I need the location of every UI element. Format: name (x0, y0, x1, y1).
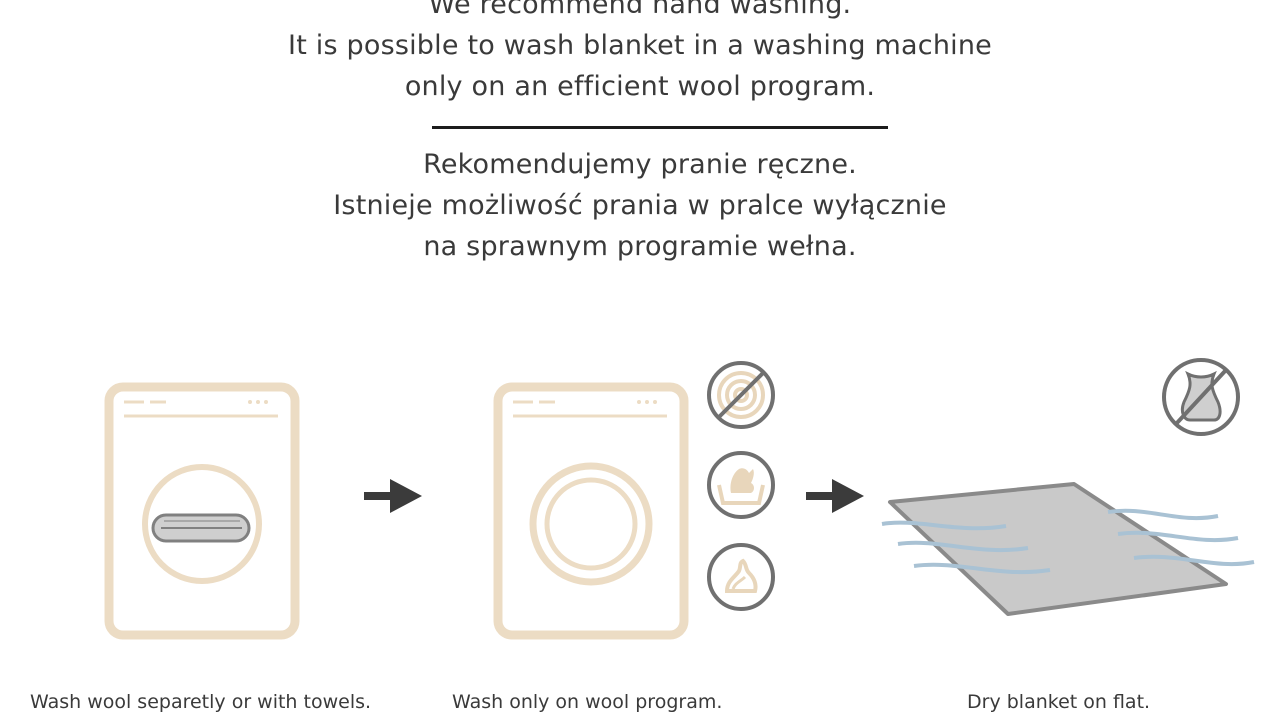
polish-line-1: Rekomendujemy pranie ręczne. (423, 149, 857, 180)
polish-line-3: na sprawnym programie wełna. (423, 231, 857, 262)
polish-instructions: Rekomendujemy pranie ręczne. Istnieje mo… (0, 144, 1280, 267)
english-line-3: only on an efficient wool program. (404, 71, 876, 102)
english-instructions: We recommend hand washing. It is possibl… (0, 0, 1280, 107)
flat-drying-blanket-icon (881, 482, 1255, 616)
no-tumble-dry-icon (707, 361, 775, 429)
step-1-caption: Wash wool separetly or with towels. (30, 691, 372, 713)
english-line-2: It is possible to wash blanket in a wash… (288, 30, 992, 61)
do-not-hang-dry-icon (1162, 358, 1240, 436)
washing-machine-with-towels-icon (104, 382, 300, 640)
washing-machine-wool-program-icon (493, 382, 689, 640)
polish-line-2: Istnieje możliwość prania w pralce wyłąc… (333, 190, 947, 221)
wool-icon (707, 543, 775, 611)
language-divider (432, 126, 888, 129)
arrow-right-icon (364, 479, 422, 513)
hand-wash-icon (707, 451, 775, 519)
english-line-1: We recommend hand washing. (428, 0, 852, 20)
step-2-caption: Wash only on wool program. (452, 691, 723, 713)
step-3-caption: Dry blanket on flat. (967, 691, 1151, 713)
arrow-right-icon (806, 479, 864, 513)
